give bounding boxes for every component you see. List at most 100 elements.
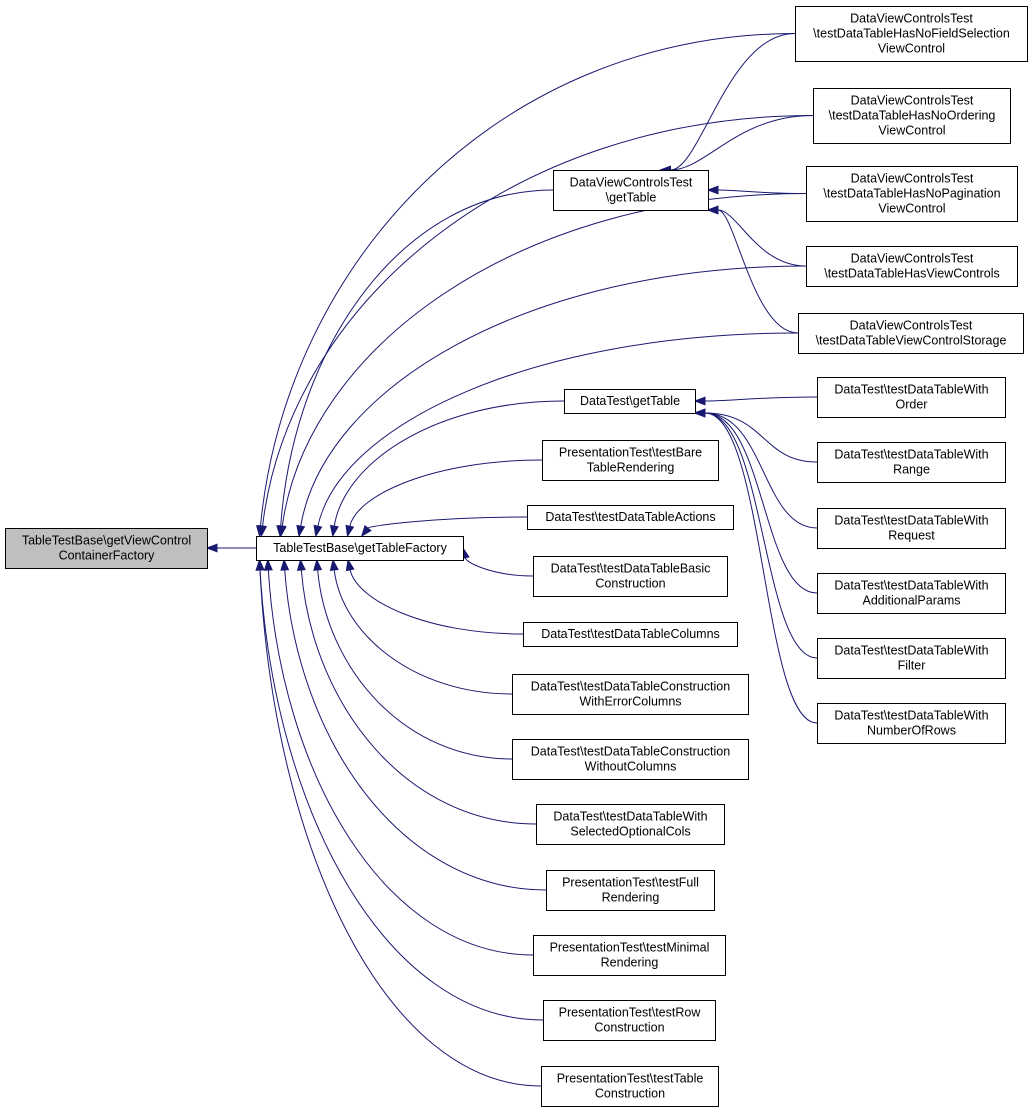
node-box: [817, 377, 1006, 418]
node-box: [817, 703, 1006, 744]
edge-pt-table-to-factory-arrowhead: [255, 558, 265, 571]
edge-dt-numrows-to-dt-gettable: [704, 412, 818, 724]
edge-dt-actions-to-factory: [367, 516, 528, 529]
edge-dvc-hasviewcontrols-to-factory: [300, 265, 807, 527]
node-label-line: DataTest\testDataTableWith: [834, 709, 988, 723]
edge-dt-range-to-dt-gettable: [704, 412, 818, 463]
node-box: [795, 6, 1028, 62]
edge-dvc-hasviewcontrols-to-factory-arrowhead: [296, 524, 306, 538]
node-dt-additional[interactable]: DataTest\testDataTableWithAdditionalPara…: [817, 573, 1006, 614]
node-label-line: DataViewControlsTest: [851, 94, 974, 108]
node-dvc-hasviewcontrols[interactable]: DataViewControlsTest\testDataTableHasVie…: [806, 246, 1018, 287]
node-label-line: PresentationTest\testMinimal: [550, 941, 710, 955]
edge-dvc-storage-to-factory: [317, 332, 799, 527]
edge-dt-basic-to-factory: [464, 557, 534, 577]
node-label-line: AdditionalParams: [863, 594, 961, 608]
edge-pt-table-to-factory: [259, 569, 542, 1087]
node-label-line: PresentationTest\testRow: [559, 1006, 702, 1020]
node-label-line: TableTestBase\getViewControl: [22, 534, 191, 548]
edges-layer: [205, 33, 818, 1087]
node-label-line: DataTest\testDataTableBasic: [551, 562, 711, 576]
node-label-line: TableRendering: [587, 461, 675, 475]
edge-dt-request-to-dt-gettable: [704, 412, 818, 529]
node-factory[interactable]: TableTestBase\getTableFactory: [256, 536, 464, 561]
edge-pt-full-to-factory: [284, 569, 547, 891]
edge-dvc-noordering-to-dvc-gettable: [670, 115, 814, 171]
node-box: [806, 166, 1018, 222]
edge-dt-gettable-to-factory-arrowhead: [329, 524, 339, 538]
node-label-line: \testDataTableHasNoOrdering: [829, 109, 996, 123]
edge-dvc-storage-to-factory-arrowhead: [313, 524, 323, 538]
node-label-line: DataTest\testDataTableWith: [834, 514, 988, 528]
node-label-line: \getTable: [606, 191, 657, 205]
edge-dvc-nopagination-to-factory-arrowhead: [277, 524, 287, 538]
node-label-line: TableTestBase\getTableFactory: [273, 541, 447, 555]
node-dvc-noordering[interactable]: DataViewControlsTest\testDataTableHasNoO…: [813, 88, 1011, 144]
node-dt-columns[interactable]: DataTest\testDataTableColumns: [523, 622, 738, 647]
node-dt-gettable[interactable]: DataTest\getTable: [564, 389, 696, 414]
node-label-line: DataTest\getTable: [580, 394, 680, 408]
node-label-line: Request: [888, 529, 935, 543]
node-label-line: DataTest\testDataTableWith: [553, 810, 707, 824]
node-box: [512, 674, 749, 715]
node-label-line: Construction: [594, 1021, 664, 1035]
node-dt-selected[interactable]: DataTest\testDataTableWithSelectedOption…: [536, 804, 725, 845]
node-label-line: DataViewControlsTest: [850, 319, 973, 333]
node-dvc-storage[interactable]: DataViewControlsTest\testDataTableViewCo…: [798, 313, 1024, 354]
edge-dt-errorcols-to-factory: [333, 569, 513, 695]
node-label-line: DataTest\testDataTableConstruction: [531, 745, 730, 759]
edge-pt-bare-to-factory-arrowhead: [345, 524, 355, 538]
edge-pt-minimal-to-factory: [267, 569, 534, 956]
edge-dvc-storage-to-dvc-gettable: [717, 209, 799, 334]
node-dt-actions[interactable]: DataTest\testDataTableActions: [527, 505, 734, 530]
node-label-line: \testDataTableHasViewControls: [824, 267, 1000, 281]
node-box: [817, 638, 1006, 679]
node-dt-withoutcols[interactable]: DataTest\testDataTableConstructionWithou…: [512, 739, 749, 780]
edge-dt-columns-to-factory: [349, 569, 524, 635]
node-label-line: DataTest\testDataTableWith: [834, 383, 988, 397]
node-label-line: DataViewControlsTest: [851, 252, 974, 266]
node-box: [5, 528, 208, 569]
node-label-line: Rendering: [602, 891, 660, 905]
node-label-line: Construction: [595, 577, 665, 591]
node-label-line: WithoutColumns: [585, 760, 677, 774]
edge-dvc-nopagination-to-dvc-gettable: [717, 189, 807, 194]
node-label-line: DataTest\testDataTableConstruction: [531, 680, 730, 694]
node-label-line: WithErrorColumns: [579, 695, 681, 709]
node-label-line: \testDataTableHasNoPagination: [823, 187, 1000, 201]
node-dvc-gettable[interactable]: DataViewControlsTest\getTable: [553, 170, 709, 211]
node-label-line: ViewControl: [878, 42, 945, 56]
edge-pt-full-to-factory-arrowhead: [280, 558, 290, 571]
node-label-line: DataViewControlsTest: [850, 12, 973, 26]
node-label-line: Range: [893, 463, 930, 477]
node-dvc-nopagination[interactable]: DataViewControlsTest\testDataTableHasNoP…: [806, 166, 1018, 222]
node-label-line: \testDataTableHasNoFieldSelection: [813, 27, 1010, 41]
node-box: [523, 622, 738, 647]
node-box: [542, 440, 719, 481]
node-dvc-nofield[interactable]: DataViewControlsTest\testDataTableHasNoF…: [795, 6, 1028, 62]
edge-dt-filter-to-dt-gettable: [704, 412, 818, 659]
node-label-line: DataViewControlsTest: [570, 176, 693, 190]
node-dt-errorcols[interactable]: DataTest\testDataTableConstructionWithEr…: [512, 674, 749, 715]
edge-pt-row-to-factory: [259, 569, 544, 1021]
edge-dt-errorcols-to-factory-arrowhead: [329, 558, 339, 571]
edge-dt-gettable-to-factory: [333, 400, 565, 527]
edge-dvc-noordering-to-factory-arrowhead: [258, 525, 268, 538]
node-box: [543, 1000, 716, 1041]
edge-dt-selected-to-factory-arrowhead: [296, 558, 306, 571]
node-box: [256, 536, 464, 561]
node-root[interactable]: TableTestBase\getViewControlContainerFac…: [5, 528, 208, 569]
edge-pt-minimal-to-factory-arrowhead: [263, 558, 273, 571]
